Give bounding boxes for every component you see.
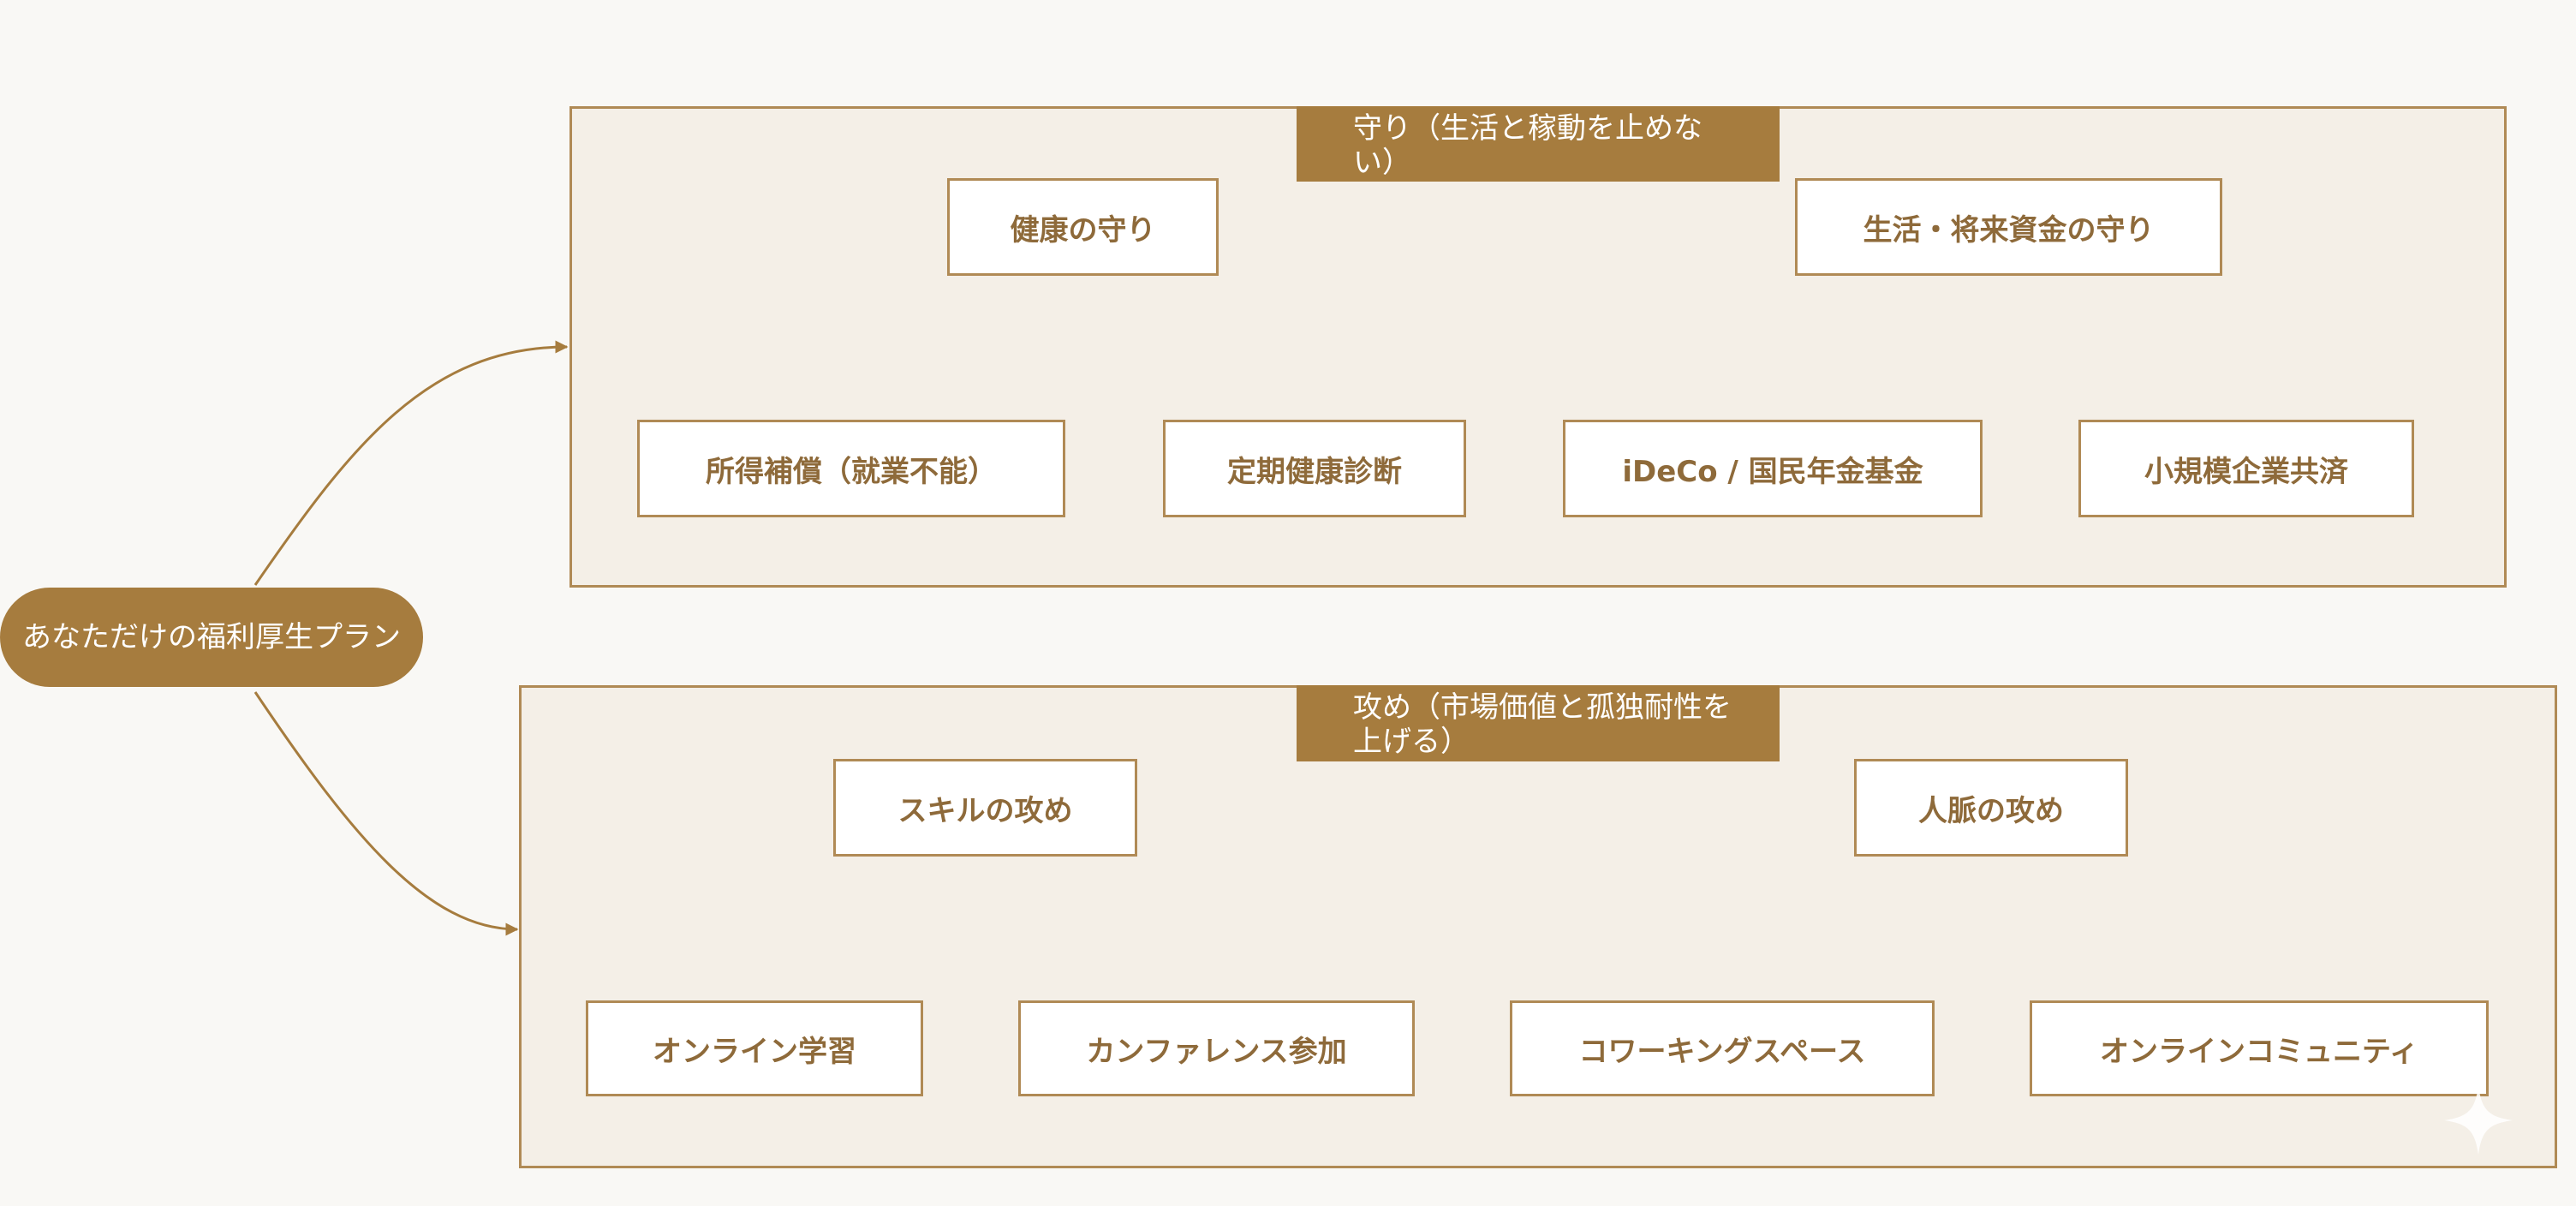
defense-group-title: 守り（生活と稼動を止めない） bbox=[1297, 106, 1780, 182]
category-network: 人脈の攻め bbox=[1854, 759, 2128, 857]
arrow-root-to-offense bbox=[253, 691, 519, 936]
item-online-community: オンラインコミュニティ bbox=[2030, 1000, 2489, 1096]
offense-group-title: 攻め（市場価値と孤独耐性を上げる） bbox=[1297, 685, 1780, 761]
arrow-root-to-defense bbox=[253, 340, 569, 586]
item-small-business-mutual-aid: 小規模企業共済 bbox=[2078, 420, 2414, 517]
sparkle-icon bbox=[2444, 1086, 2513, 1155]
category-health: 健康の守り bbox=[947, 178, 1219, 276]
item-income-protection: 所得補償（就業不能） bbox=[637, 420, 1065, 517]
item-coworking-space: コワーキングスペース bbox=[1510, 1000, 1935, 1096]
root-node: あなただけの福利厚生プラン bbox=[0, 588, 423, 687]
category-life-funds: 生活・将来資金の守り bbox=[1795, 178, 2222, 276]
category-skill: スキルの攻め bbox=[833, 759, 1137, 857]
item-online-learning: オンライン学習 bbox=[586, 1000, 923, 1096]
item-ideco: iDeCo / 国民年金基金 bbox=[1563, 420, 1983, 517]
item-conference: カンファレンス参加 bbox=[1018, 1000, 1415, 1096]
item-health-checkup: 定期健康診断 bbox=[1163, 420, 1466, 517]
